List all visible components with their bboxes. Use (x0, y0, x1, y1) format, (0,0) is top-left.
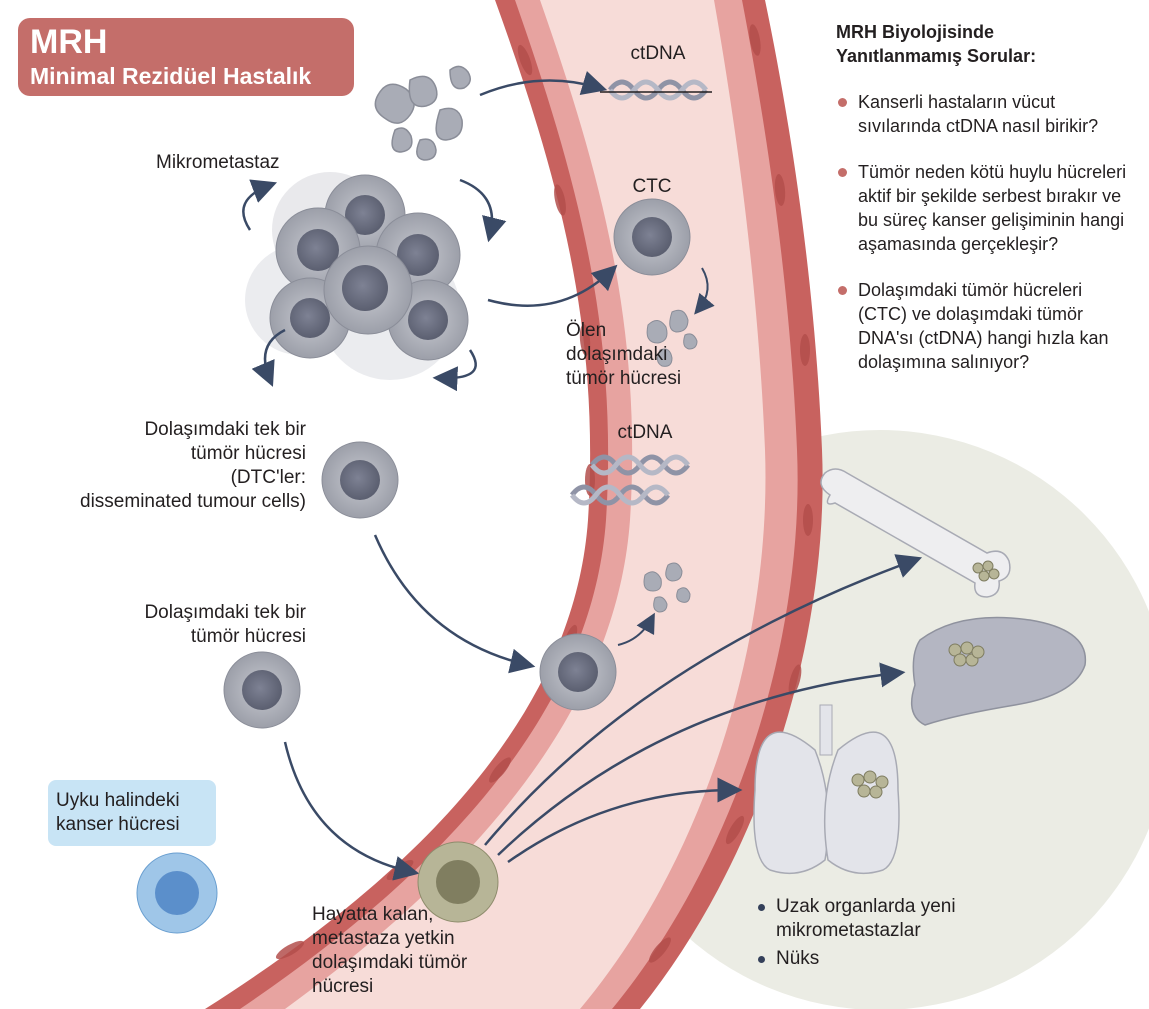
questions-title: MRH Biyolojisinde Yanıtlanmamış Sorular: (836, 20, 1136, 68)
dormant-cell-label-box (48, 780, 216, 846)
mrh-full-title: Minimal Rezidüel Hastalık (30, 63, 312, 89)
dying-ctc-debris (646, 309, 698, 367)
outcome-item: Uzak organlarda yeni mikrometastazlar (756, 895, 1056, 943)
single-cell-line1: Dolaşımdaki tek bir (144, 602, 306, 623)
questions-title-line1: MRH Biyolojisinde (836, 22, 995, 42)
dormant-line2: kanser hücresi (56, 814, 180, 835)
outcome-text: Nüks (776, 948, 820, 969)
bullet-icon (758, 904, 765, 911)
dtc-line2: tümör hücresi (190, 443, 306, 464)
arrow-to-lower-debris (617, 612, 655, 646)
arrow-dtc-to-vessel-cell (373, 534, 536, 674)
single-cell-line2: tümör hücresi (190, 626, 306, 647)
liver-organ (910, 616, 1087, 726)
bullet-icon (838, 98, 847, 107)
dormant-cell-label: Uyku halindeki kanser hücresi (56, 789, 216, 837)
dying-ctc-label: Ölen dolaşımdaki tümör hücresi (566, 319, 766, 391)
micrometastasis-cluster (245, 172, 469, 380)
dormant-cancer-cell (136, 852, 218, 934)
outcome-item: Nüks (756, 947, 1056, 971)
ctdna-top-label: ctDNA (630, 43, 686, 64)
outcome-text: Uzak organlarda yeni mikrometastazlar (776, 896, 956, 941)
dying-ctc-line2: dolaşımdaki (566, 344, 668, 365)
dtc-line4: disseminated tumour cells) (80, 491, 306, 512)
surviving-metastatic-cell (417, 841, 499, 923)
single-cell-label: Dolaşımdaki tek bir tümör hücresi (10, 601, 306, 649)
arrow-single-to-surviving (283, 741, 420, 881)
outcomes-list: Uzak organlarda yeni mikrometastazlar Nü… (756, 895, 1056, 971)
question-item: Tümör neden kötü huylu hücreleri aktif b… (836, 160, 1136, 256)
questions-title-line2: Yanıtlanmamış Sorular: (836, 46, 1037, 66)
dtc-cell (321, 441, 399, 519)
dormant-line1: Uyku halindeki (56, 790, 180, 811)
question-text: Tümör neden kötü huylu hücreleri aktif b… (858, 162, 1127, 254)
surviving-line2: metastaza yetkin (312, 928, 455, 949)
questions-list: Kanserli hastaların vücut sıvılarında ct… (836, 90, 1136, 396)
bullet-icon (758, 956, 765, 963)
surviving-line3: dolaşımdaki tümör (312, 952, 468, 973)
question-item: Kanserli hastaların vücut sıvılarında ct… (836, 90, 1136, 138)
mrh-badge: MRH Minimal Rezidüel Hastalık (18, 18, 354, 96)
dtc-label: Dolaşımdaki tek bir tümör hücresi (DTC'l… (10, 418, 306, 514)
ctdna-mid-label: ctDNA (617, 422, 673, 443)
bone-organ (820, 468, 1011, 598)
lungs-organ (753, 704, 900, 875)
question-text: Kanserli hastaların vücut sıvılarında ct… (858, 92, 1099, 136)
arrow-debris-to-ctdna (479, 71, 608, 97)
dtc-line1: Dolaşımdaki tek bir (144, 419, 306, 440)
arrow-ctc-to-dying (694, 267, 715, 315)
ctdna-strand-top (600, 79, 712, 101)
bullet-icon (838, 168, 847, 177)
surviving-cell-label: Hayatta kalan, metastaza yetkin dolaşımd… (312, 903, 532, 999)
ctc-cell (613, 198, 691, 276)
mrh-abbr: MRH (30, 23, 108, 61)
lower-debris (643, 562, 691, 613)
dying-ctc-line1: Ölen (566, 320, 607, 341)
cluster-cycle-arrows (242, 178, 507, 392)
cell-debris-top (374, 65, 471, 161)
dying-ctc-line3: tümör hücresi (566, 368, 682, 389)
dtc-line3: (DTC'ler: (230, 467, 306, 488)
vessel-tumor-cell (539, 633, 617, 711)
question-item: Dolaşımdaki tümör hücreleri (CTC) ve dol… (836, 278, 1136, 374)
single-tumor-cell (223, 651, 301, 729)
micrometastasis-label: Mikrometastaz (156, 152, 280, 173)
surviving-line4: hücresi (312, 976, 374, 997)
arrows-to-organs (484, 554, 923, 864)
ctdna-strands-mid (570, 454, 690, 506)
arrow-cluster-to-ctc (487, 264, 618, 307)
ctc-label: CTC (632, 176, 672, 197)
question-text: Dolaşımdaki tümör hücreleri (CTC) ve dol… (858, 280, 1109, 372)
surviving-line1: Hayatta kalan, (312, 904, 434, 925)
bullet-icon (838, 286, 847, 295)
